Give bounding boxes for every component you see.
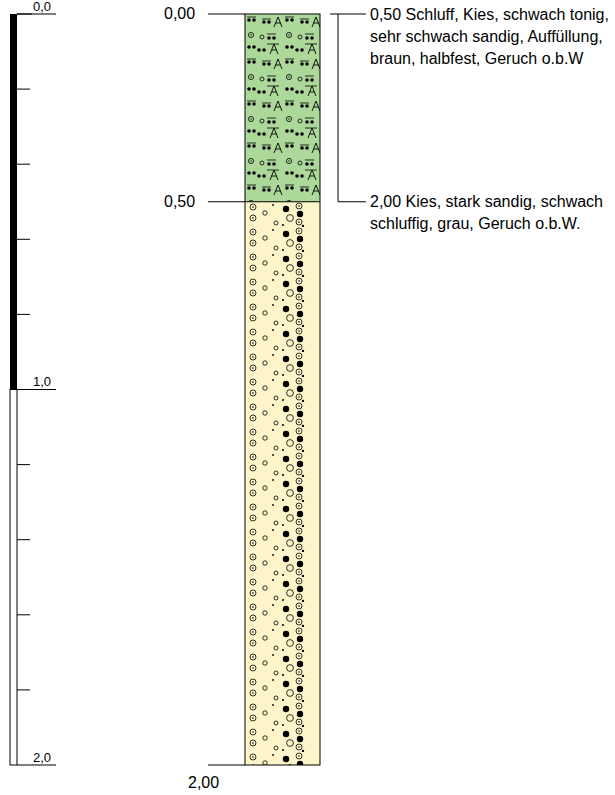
scale-label: 1,0 [33,375,51,388]
scale-tick [17,89,30,90]
scale-tick [17,239,30,240]
layer-description: 0,50 Schluff, Kies, schwach tonig, sehr … [370,4,610,70]
scale-tick [17,539,30,540]
scale-label: 0,0 [33,0,51,13]
layer-brackets [330,14,366,202]
scale-tick [17,689,30,690]
scale-tick [17,164,30,165]
layer-fill-1 [245,14,320,202]
scale-tick [17,614,30,615]
layer-description: 2,00 Kies, stark sandig, schwach schluff… [370,191,610,235]
scale-tick [17,314,30,315]
depth-ticks [208,14,245,765]
scale-ticks [17,14,56,765]
scale-bar-black [10,14,17,390]
layer-symbols-1 [245,14,320,202]
depth-label: 2,00 [188,774,219,792]
layer-fill-2 [245,202,320,765]
scale-label: 2,0 [33,751,51,764]
scale-tick [17,464,30,465]
scale-minor-ticks [17,89,30,690]
column-outline [245,14,320,765]
depth-label: 0,50 [164,193,195,211]
depth-label: 0,00 [164,5,195,23]
layer-symbols-2 [245,202,320,765]
scale-bar-white [10,390,17,766]
layer-boundary [245,201,320,202]
